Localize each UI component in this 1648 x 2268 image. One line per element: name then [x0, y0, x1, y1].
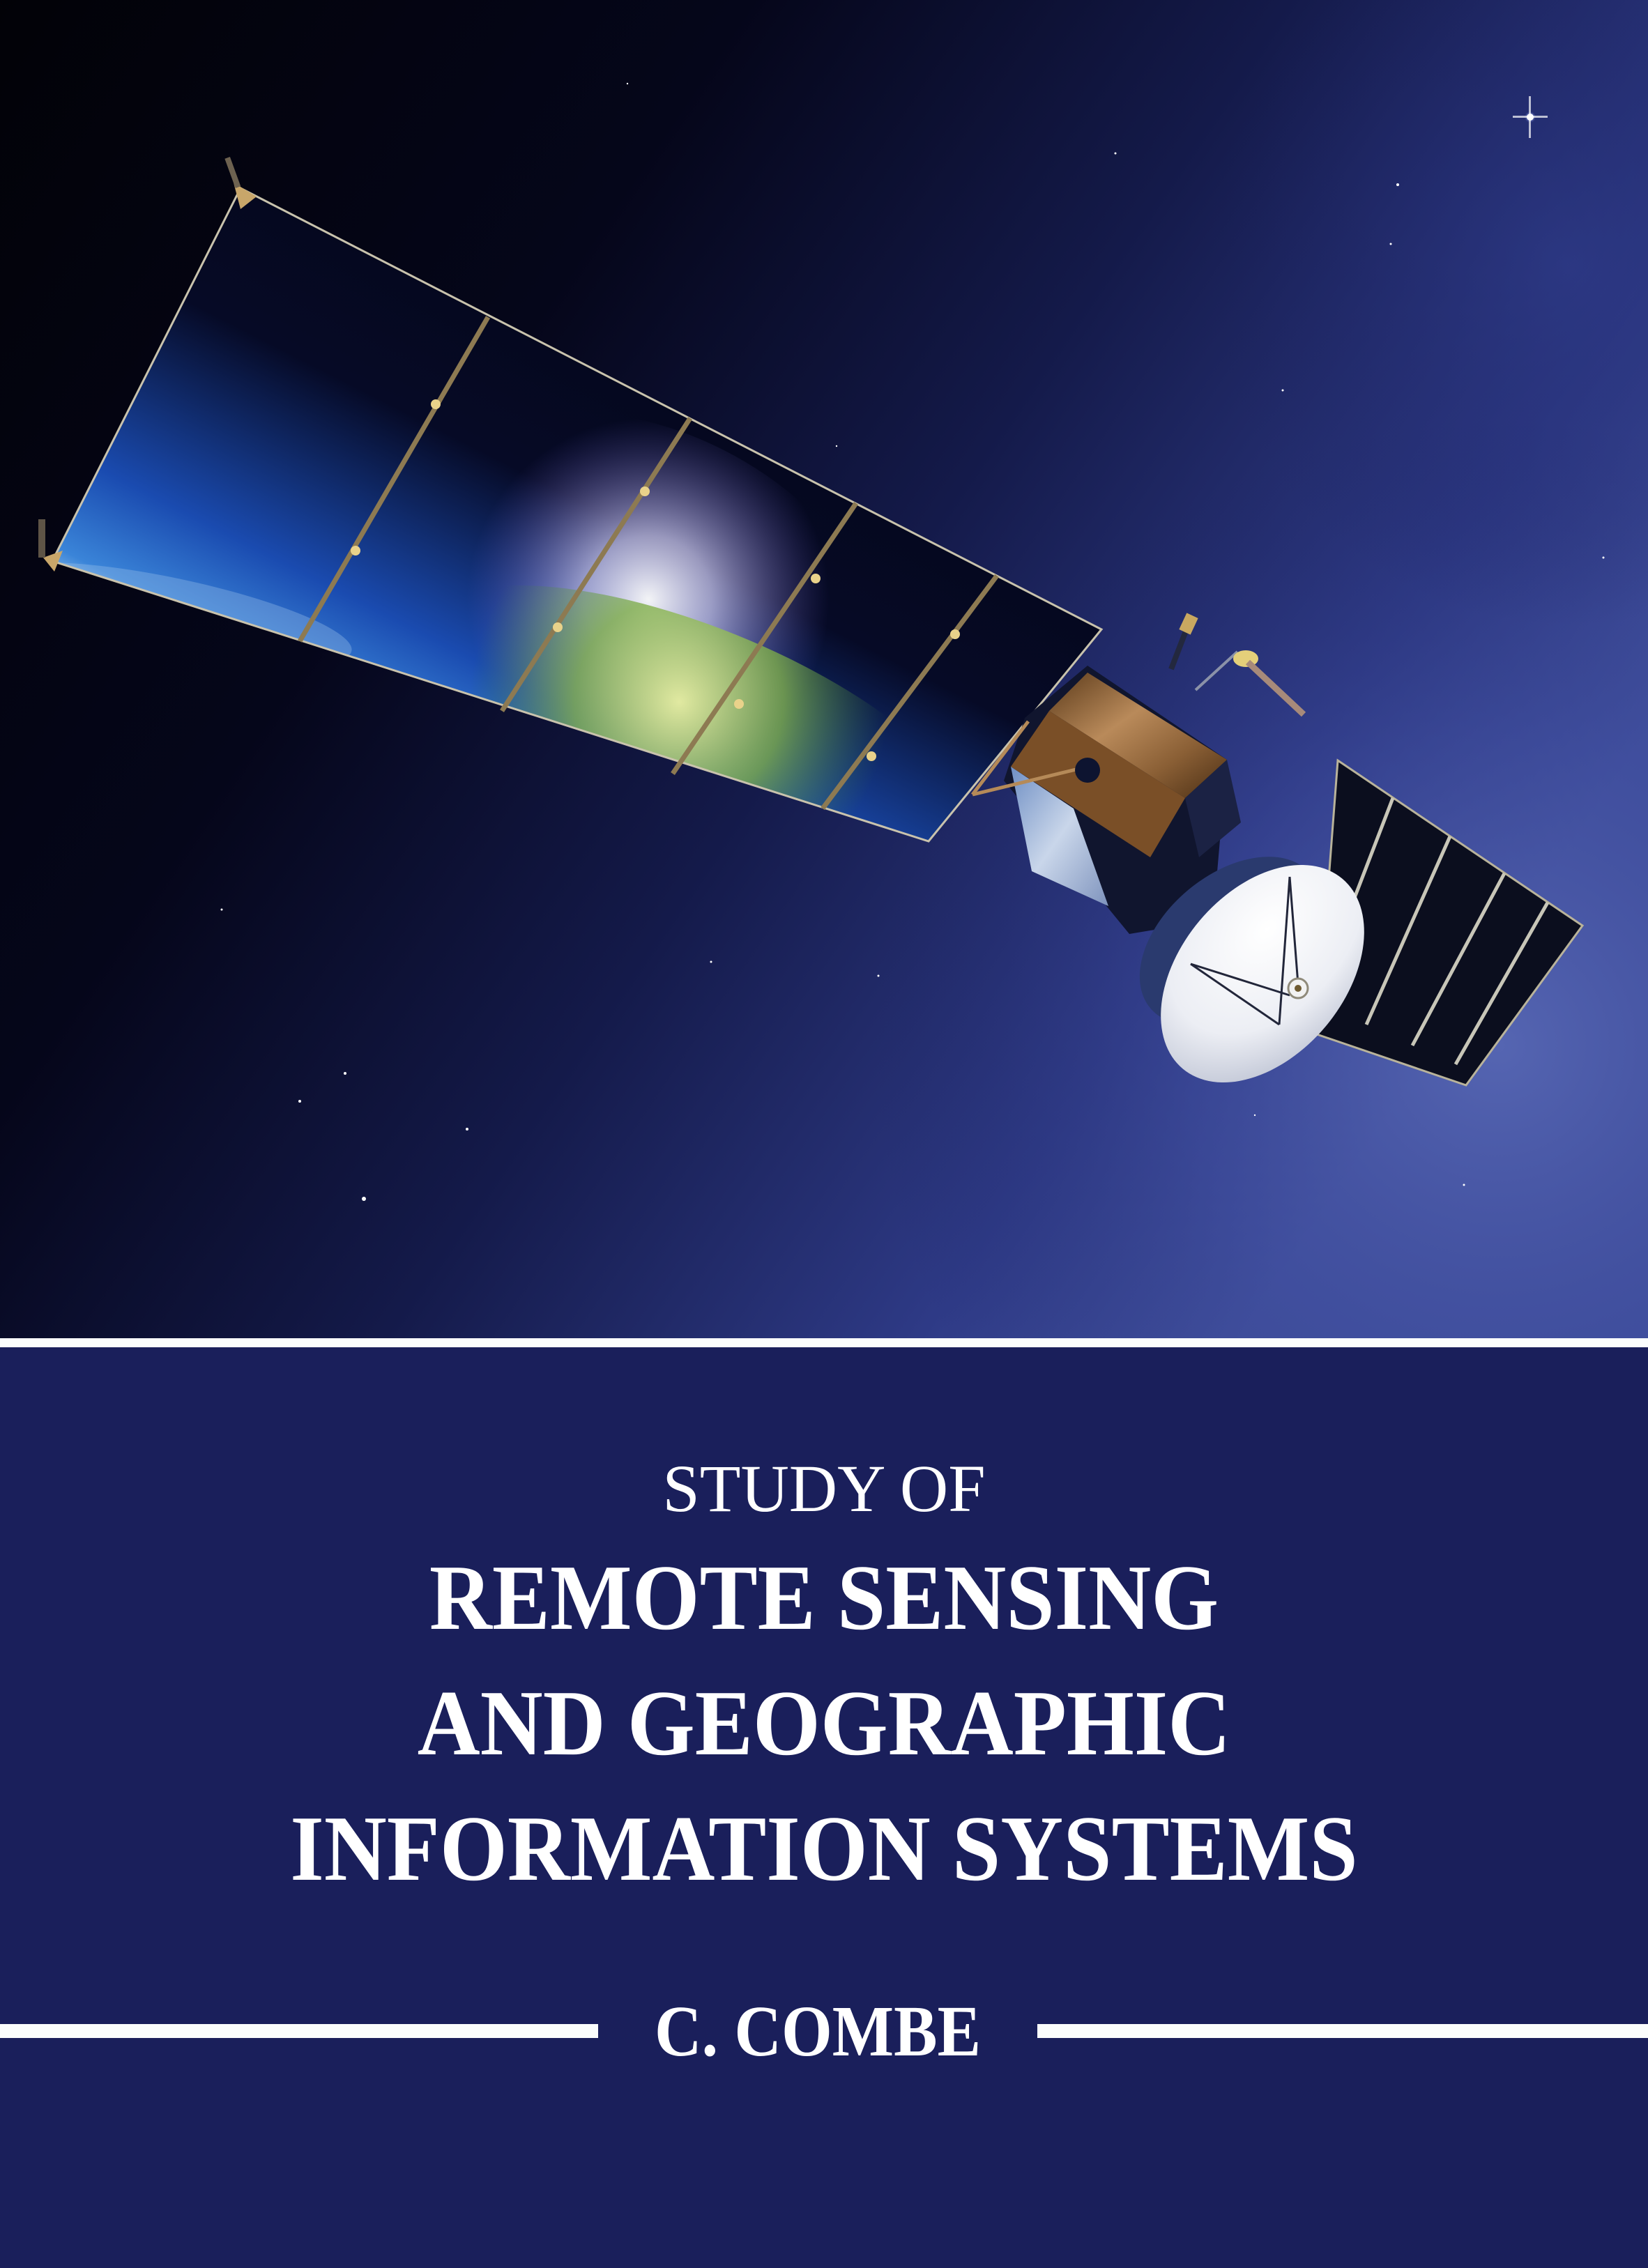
title-line-2: AND GEOGRAPHIC — [417, 1671, 1231, 1775]
author-rule-left — [0, 2024, 598, 2038]
title-kicker: STUDY OF — [662, 1451, 986, 1526]
title-panel — [0, 1347, 1648, 2268]
array-tip-fittings — [38, 157, 257, 572]
cover-illustration — [0, 0, 1648, 1338]
starfield — [220, 82, 1605, 1201]
array-seams — [297, 316, 999, 811]
top-divider-rule — [0, 1338, 1648, 1347]
satellite-body — [971, 613, 1306, 934]
author-name: C. COMBE — [655, 1991, 981, 2071]
author-rule-right — [1037, 2024, 1648, 2038]
title-line-1: REMOTE SENSING — [429, 1546, 1219, 1649]
dish-antenna — [1139, 857, 1364, 1083]
title-line-3: INFORMATION SYSTEMS — [290, 1797, 1358, 1900]
secondary-solar-panel — [1315, 758, 1585, 1087]
